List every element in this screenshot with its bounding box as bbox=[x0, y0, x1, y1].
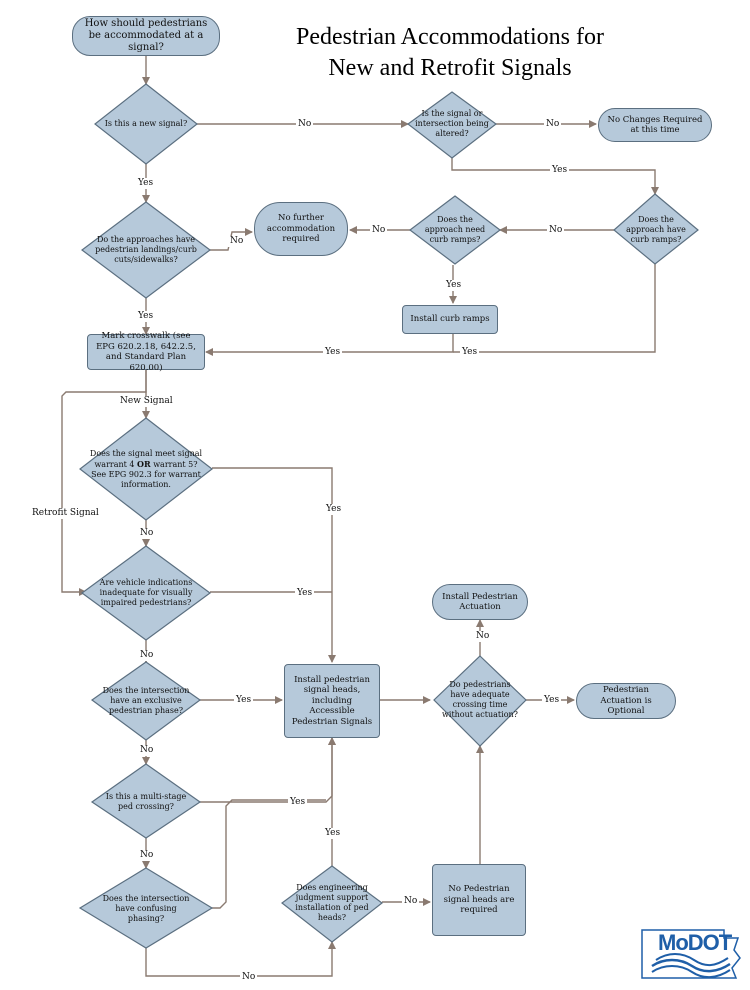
warrant-text-post: warrant 5? See EPG 902.3 for warrant inf… bbox=[91, 459, 201, 489]
decision-engineering: Does engineering judgment support instal… bbox=[295, 883, 369, 922]
label-multistage-no: No bbox=[138, 850, 156, 861]
warrant-text-pre: Does the signal meet signal warrant 4 bbox=[89, 448, 203, 469]
label-exclusive-no: No bbox=[138, 745, 156, 756]
actuation-optional-node: Pedestrian Actuation is Optional bbox=[576, 683, 676, 719]
mark-crosswalk-node: Mark crosswalk (see EPG 620.2.18, 642.2.… bbox=[87, 331, 205, 373]
label-warrant-yes: Yes bbox=[324, 504, 344, 515]
label-haveramps-yes: Yes bbox=[460, 347, 480, 358]
decision-confusing-shape bbox=[78, 867, 214, 949]
label-new-yes: Yes bbox=[136, 178, 156, 189]
title-line-1: Pedestrian Accommodations for bbox=[296, 24, 604, 50]
label-installramps-yes: Yes bbox=[323, 347, 343, 358]
edge-multistage-to-heads bbox=[200, 737, 336, 803]
page-title: Pedestrian Accommodations for New and Re… bbox=[230, 22, 670, 84]
label-vehicle-yes: Yes bbox=[295, 588, 315, 599]
title-line-2: New and Retrofit Signals bbox=[328, 55, 572, 81]
label-crossingtime-yes: Yes bbox=[542, 695, 562, 706]
decision-warrant-shape bbox=[79, 417, 213, 521]
label-crossingtime-no: No bbox=[474, 631, 492, 642]
decision-vehicle: Are vehicle indications inadequate for v… bbox=[99, 578, 193, 607]
no-further-node: No further accommodation required bbox=[254, 202, 348, 256]
decision-landings-shape bbox=[81, 201, 211, 299]
modot-logo-text: MoDOT bbox=[658, 930, 732, 955]
decision-multistage-shape bbox=[90, 763, 202, 839]
decision-engineering-shape bbox=[281, 865, 383, 943]
label-confusing-no: No bbox=[240, 972, 258, 983]
decision-need-ramps: Does the approach need curb ramps? bbox=[424, 215, 486, 244]
edge-confusing-to-heads bbox=[212, 799, 326, 909]
install-actuation-node: Install Pedestrian Actuation bbox=[432, 584, 528, 620]
decision-warrant: Does the signal meet signal warrant 4 OR… bbox=[86, 440, 206, 498]
label-landings-no: No bbox=[228, 236, 246, 247]
edge-altered-to-haveramps bbox=[451, 158, 659, 195]
edge-crosswalk-to-vehicle-retrofit bbox=[61, 370, 147, 596]
label-altered-yes: Yes bbox=[550, 165, 570, 176]
decision-landings: Do the approaches have pedestrian landin… bbox=[95, 235, 197, 264]
label-vehicle-no: No bbox=[138, 650, 156, 661]
decision-need-ramps-shape bbox=[409, 195, 501, 265]
decision-altered-shape bbox=[406, 91, 498, 159]
edge-haveramps-to-crosswalk bbox=[453, 264, 656, 353]
decision-exclusive: Does the intersection have an exclusive … bbox=[102, 686, 190, 715]
label-engineering-yes: Yes bbox=[323, 828, 343, 839]
decision-vehicle-shape bbox=[80, 545, 212, 641]
decision-altered: Is the signal or intersection being alte… bbox=[415, 109, 489, 138]
warrant-text-or: OR bbox=[137, 458, 151, 469]
label-needramps-no: No bbox=[370, 225, 388, 236]
label-new-no: No bbox=[296, 119, 314, 130]
decision-new-signal: Is this a new signal? bbox=[104, 119, 188, 128]
no-heads-node: No Pedestrian signal heads are required bbox=[432, 864, 526, 936]
start-node: How should pedestrians be accommodated a… bbox=[72, 16, 220, 56]
decision-multistage: Is this a multi-stage ped crossing? bbox=[105, 792, 187, 811]
no-changes-node: No Changes Required at this time bbox=[598, 108, 712, 142]
label-needramps-yes: Yes bbox=[444, 280, 464, 291]
label-multistage-yes: Yes bbox=[288, 797, 308, 808]
label-engineering-no: No bbox=[402, 896, 420, 907]
decision-exclusive-shape bbox=[90, 661, 202, 741]
decision-have-ramps: Does the approach have curb ramps? bbox=[626, 215, 686, 244]
decision-crossing-time: Do pedestrians have adequate crossing ti… bbox=[442, 680, 518, 719]
label-exclusive-yes: Yes bbox=[234, 695, 254, 706]
decision-have-ramps-shape bbox=[613, 193, 699, 265]
label-altered-no: No bbox=[544, 119, 562, 130]
label-landings-yes: Yes bbox=[136, 311, 156, 322]
label-haveramps-no: No bbox=[547, 225, 565, 236]
label-warrant-no: No bbox=[138, 528, 156, 539]
label-new-signal: New Signal bbox=[118, 396, 175, 407]
decision-crossing-time-shape bbox=[433, 655, 527, 747]
modot-logo-icon bbox=[641, 929, 741, 979]
decision-new-signal-shape bbox=[94, 83, 198, 165]
edge-warrant-to-heads bbox=[212, 467, 336, 663]
label-retrofit-signal: Retrofit Signal bbox=[30, 508, 101, 519]
install-ramps-node: Install curb ramps bbox=[402, 305, 498, 334]
decision-confusing: Does the intersection have confusing pha… bbox=[102, 894, 190, 923]
edge-confusing-to-engineering bbox=[145, 941, 336, 977]
install-heads-node: Install pedestrian signal heads, includi… bbox=[284, 664, 380, 738]
